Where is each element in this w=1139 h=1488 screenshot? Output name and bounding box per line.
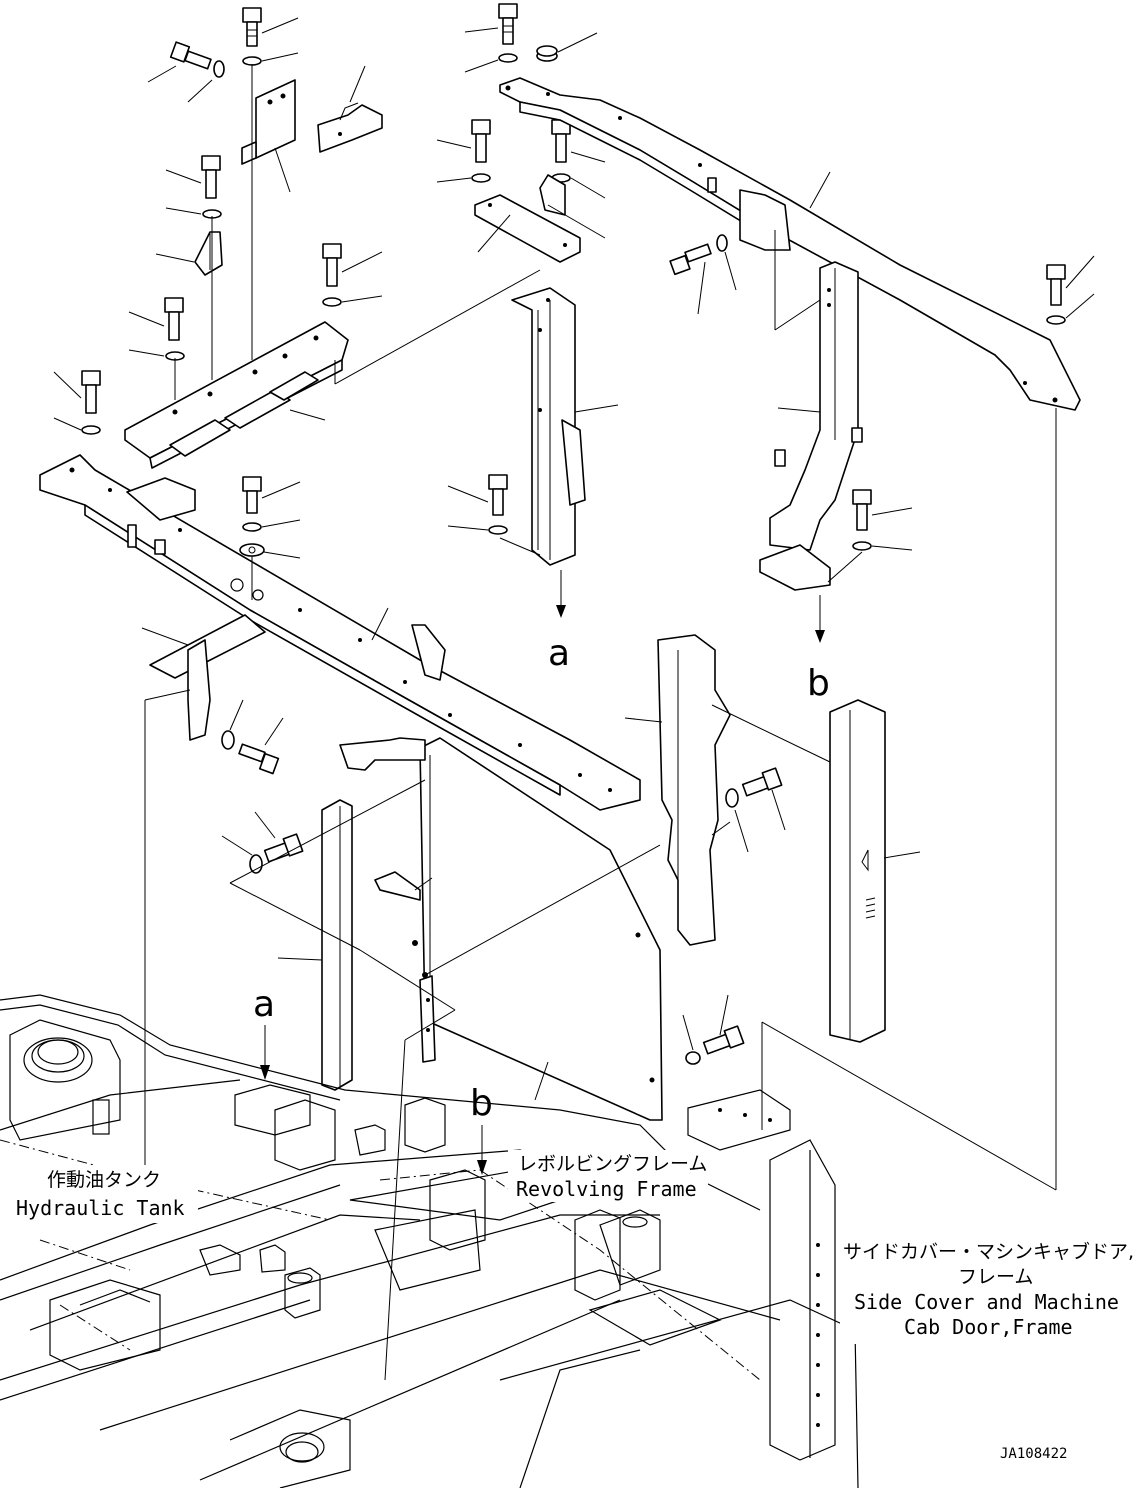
- bolt-horizontal-left: [147, 41, 225, 103]
- frame-beam-left: [39, 454, 641, 811]
- side-cover-label-jp-2: フレーム: [958, 1266, 1033, 1288]
- bolt-beam-center: [239, 476, 301, 600]
- side-cover-label-en-2: Cab Door,Frame: [904, 1315, 1073, 1339]
- arrow-label-b-upper: b: [807, 663, 830, 704]
- bolt-center-1: [436, 119, 491, 183]
- bolt-top-right: [1046, 255, 1095, 1190]
- bolt-left-2: [165, 155, 222, 219]
- drawing-code: JA108422: [1000, 1446, 1067, 1462]
- column-right: [829, 699, 921, 1043]
- panel-bracket: [339, 737, 436, 1063]
- bracket-lower-left: [141, 614, 266, 741]
- arrow-label-b-lower: b: [470, 1083, 493, 1124]
- revolving-frame-label-jp: レボルビングフレーム: [518, 1153, 707, 1175]
- side-cover-label-jp-1: サイドカバー・マシンキャブドア,: [843, 1240, 1134, 1263]
- arrow-b-upper: b: [807, 595, 830, 704]
- bolt-left-3: [128, 297, 185, 361]
- arrow-a-upper: a: [548, 570, 570, 674]
- revolving-frame: [0, 994, 859, 1488]
- bolt-top-center: [464, 3, 518, 73]
- mounting-plate-left: [124, 64, 349, 469]
- bolt-top-left: [242, 7, 299, 66]
- bolt-center-2: [551, 119, 606, 199]
- bolt-lower-right: [682, 994, 745, 1065]
- hydraulic-tank-label-en: Hydraulic Tank: [16, 1196, 185, 1220]
- side-cover-panel: [412, 737, 663, 1121]
- bracket-angle-small: [317, 65, 383, 153]
- bolt-right-horizontal: [669, 234, 737, 315]
- bracket-vertical-plate: [241, 79, 296, 193]
- bracket-triangle: [155, 231, 223, 276]
- frame-vertical-center: [511, 287, 619, 566]
- column-left: [277, 799, 353, 1091]
- column-center-right: [624, 634, 731, 946]
- frame-vertical-right: [759, 230, 863, 591]
- bolt-lower-left-horizontal: [221, 699, 284, 775]
- bolt-left-4: [53, 370, 101, 435]
- bolt-center-3: [447, 474, 508, 535]
- arrow-label-a-upper: a: [548, 633, 570, 674]
- grommet-top: [536, 32, 598, 62]
- bolt-column-center: [725, 767, 786, 853]
- arrow-label-a-lower: a: [253, 984, 275, 1025]
- frame-beam-right: [499, 77, 1081, 411]
- revolving-frame-label-en: Revolving Frame: [516, 1177, 697, 1201]
- bolt-right-2: [827, 489, 913, 583]
- bolt-column-left: [221, 811, 304, 874]
- bolt-center-left: [322, 243, 383, 307]
- bracket-center-plate: [474, 174, 606, 263]
- side-cover-label-en-1: Side Cover and Machine: [854, 1290, 1119, 1314]
- hydraulic-tank-label-jp: 作動油タンク: [47, 1169, 161, 1191]
- connector-lines: [144, 269, 1057, 1381]
